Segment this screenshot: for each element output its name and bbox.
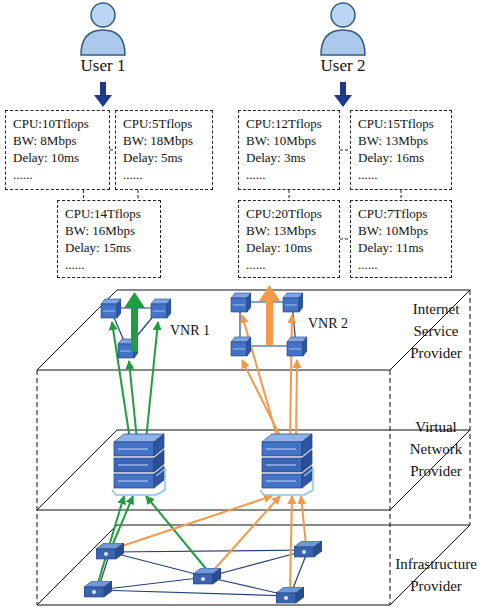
requirement-text: Delay: 11ms — [358, 239, 444, 256]
requirement-text: BW: 18Mbps — [123, 132, 205, 149]
requirement-text: BW: 16Mbps — [65, 222, 153, 239]
requirement-text: ...... — [246, 166, 332, 183]
requirement-text: ...... — [358, 256, 444, 273]
mapping-arrow — [129, 361, 137, 440]
requirement-box: CPU:12TflopsBW: 10MbpsDelay: 3ms...... — [238, 110, 340, 190]
mapping-arrow — [242, 360, 282, 440]
physical-links — [98, 550, 308, 596]
requirement-text: CPU:20Tflops — [246, 205, 332, 222]
requirement-link — [401, 190, 402, 200]
request-arrow — [94, 82, 112, 107]
requirement-text: BW: 10Mbps — [246, 132, 332, 149]
person-icon — [78, 0, 128, 56]
physical-node — [276, 587, 304, 603]
mapping-arrow — [146, 496, 207, 570]
requirement-text: CPU:14Tflops — [65, 205, 153, 222]
request-arrow — [334, 82, 352, 107]
requirement-box: CPU:5TflopsBW: 18MbpsDelay: 5ms...... — [115, 110, 213, 190]
virtual-server — [101, 299, 121, 318]
cube-edge — [37, 370, 38, 605]
mapping-arrow — [296, 360, 297, 440]
virtual-server — [287, 337, 307, 356]
provider-server — [260, 434, 313, 495]
requirement-box: CPU:20TflopsBW: 13MbpsDelay: 10ms...... — [238, 200, 340, 278]
requirement-link — [340, 239, 350, 240]
requirement-text: CPU:15Tflops — [358, 115, 444, 132]
requirement-text: ...... — [13, 166, 102, 183]
requirement-link — [340, 150, 350, 151]
virtual-server — [231, 293, 251, 312]
mapping-arrow — [98, 496, 124, 583]
person-icon — [318, 0, 368, 56]
physical-link — [98, 577, 207, 590]
mapping-arrow — [116, 496, 272, 548]
requirement-text: ...... — [123, 166, 205, 183]
vnr-arrow — [124, 292, 145, 352]
layer-label: Infrastructure Provider — [389, 553, 483, 597]
requirement-text: CPU:7Tflops — [358, 205, 444, 222]
cube-edge — [390, 370, 391, 605]
cube-edge — [470, 290, 471, 525]
vnr-label: VNR 1 — [165, 321, 215, 341]
person-body — [81, 30, 125, 55]
person-body — [321, 30, 365, 55]
provider-server — [112, 434, 165, 495]
requirement-text: Delay: 10ms — [13, 149, 102, 166]
requirement-text: CPU:5Tflops — [123, 115, 205, 132]
layer-label: Virtual Network Provider — [393, 416, 479, 482]
requirement-box: CPU:14TflopsBW: 16MbpsDelay: 15ms...... — [57, 200, 161, 278]
mapping-arrow — [146, 322, 158, 440]
requirement-box: CPU:15TflopsBW: 13MbpsDelay: 16ms...... — [350, 110, 452, 190]
user-label: User 2 — [303, 56, 383, 76]
virtual-network-plane — [37, 430, 470, 510]
requirement-text: Delay: 5ms — [123, 149, 205, 166]
requirement-text: ...... — [358, 166, 444, 183]
virtual-server — [151, 299, 171, 318]
requirement-text: BW: 10Mbps — [358, 222, 444, 239]
requirement-text: BW: 8Mbps — [13, 132, 102, 149]
requirement-text: BW: 13Mbps — [358, 132, 444, 149]
virtual-server — [231, 337, 251, 356]
requirement-text: Delay: 3ms — [246, 149, 332, 166]
person-head — [331, 3, 355, 27]
requirement-text: Delay: 16ms — [358, 149, 444, 166]
user-node: User 1 — [63, 0, 143, 80]
mapping-arrow — [290, 496, 292, 590]
physical-node — [96, 543, 124, 559]
user-node: User 2 — [303, 0, 383, 80]
mapping-arrow — [290, 315, 292, 440]
mapping-arrow — [112, 496, 133, 546]
vnr-label: VNR 2 — [303, 314, 353, 334]
virtual-server — [283, 293, 303, 312]
mapping-arrow — [301, 496, 306, 545]
requirement-box: CPU:7TflopsBW: 10MbpsDelay: 11ms...... — [350, 200, 452, 278]
requirement-box: CPU:10TflopsBW: 8MbpsDelay: 10ms...... — [5, 110, 110, 190]
mapping-arrow — [212, 496, 280, 572]
requirement-text: BW: 13Mbps — [246, 222, 332, 239]
physical-link — [98, 590, 290, 596]
requirement-link — [138, 190, 139, 200]
physical-link — [110, 552, 207, 577]
requirement-text: ...... — [65, 256, 153, 273]
physical-link — [207, 550, 308, 577]
requirement-link — [83, 190, 84, 200]
requirement-text: CPU:10Tflops — [13, 115, 102, 132]
physical-link — [110, 550, 308, 552]
vnr-arrow — [259, 285, 280, 345]
requirement-text: ...... — [246, 256, 332, 273]
physical-node — [294, 541, 322, 557]
requirement-text: Delay: 10ms — [246, 239, 332, 256]
requirement-text: CPU:12Tflops — [246, 115, 332, 132]
physical-node — [84, 581, 112, 597]
physical-node — [193, 568, 221, 584]
person-head — [91, 3, 115, 27]
layer-label: Internet Service Provider — [393, 298, 479, 364]
requirement-link — [289, 190, 290, 200]
requirement-text: Delay: 15ms — [65, 239, 153, 256]
user-label: User 1 — [63, 56, 143, 76]
